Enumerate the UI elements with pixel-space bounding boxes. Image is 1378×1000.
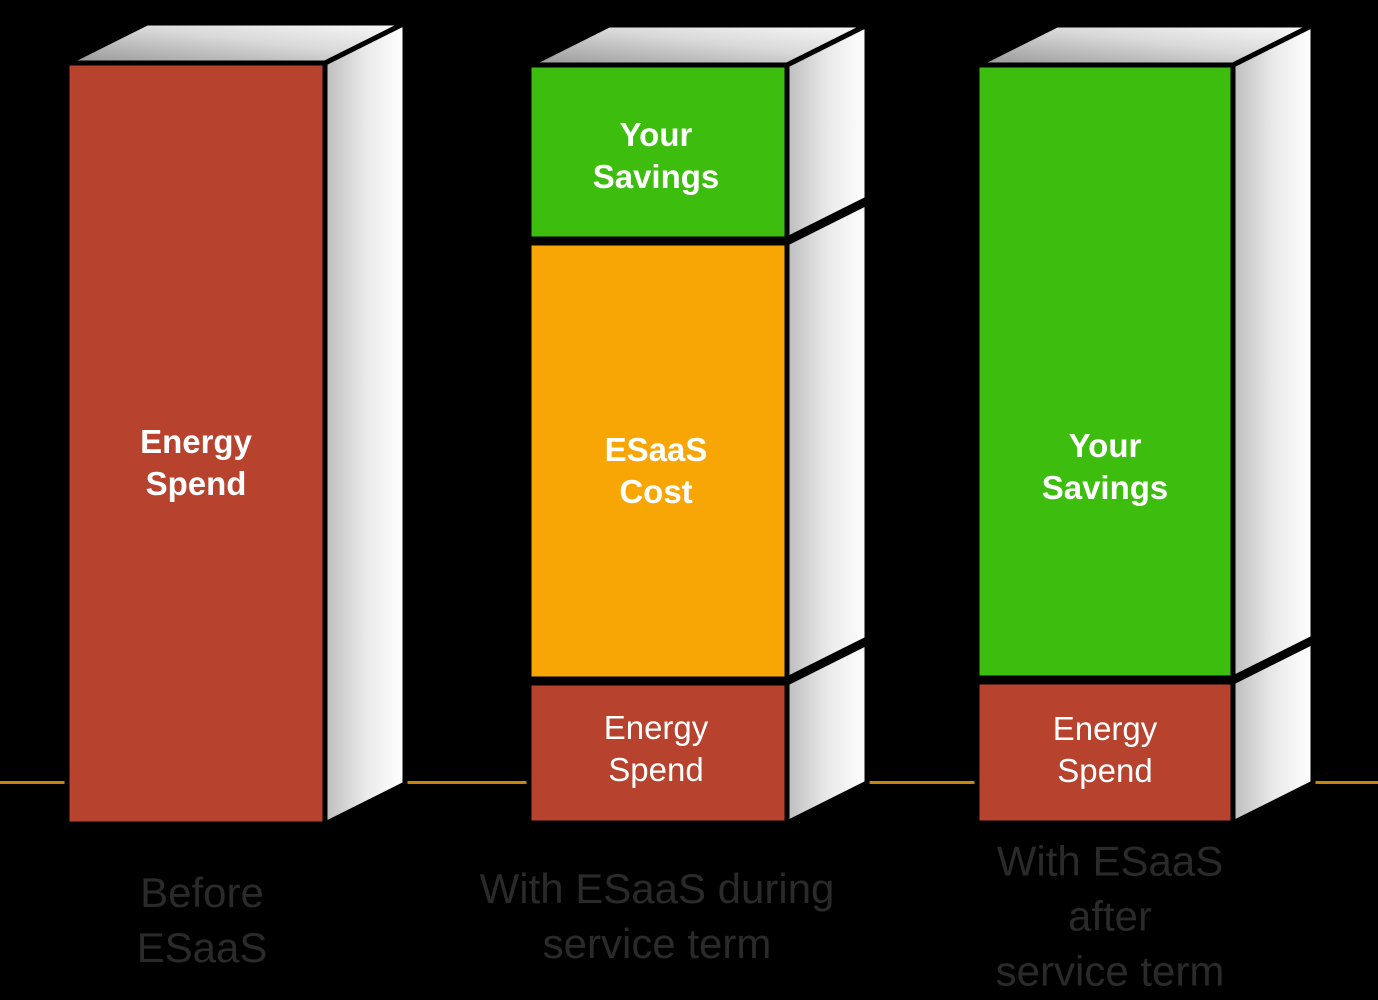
bar1-caption: Before ESaaS <box>136 869 268 971</box>
bar2-energy-spend-front <box>526 680 790 826</box>
bar3-caption: With ESaaS after service term <box>995 837 1225 995</box>
bar3-savings-side-face <box>1230 20 1316 683</box>
bar3-energy-spend-label: Energy Spend <box>1052 710 1158 789</box>
bar-with-esaas-after <box>974 20 1316 828</box>
bar2-caption: With ESaaS during service term <box>479 865 835 967</box>
bar2-energy-spend-label: Energy Spend <box>603 709 709 788</box>
bar1-energy-spend-front <box>64 60 328 827</box>
bar-with-esaas-during <box>526 20 870 828</box>
bar-before-esaas <box>64 18 408 829</box>
bar2-your-savings-label: Your Savings <box>592 116 720 195</box>
bar2-cost-side-face <box>784 198 870 684</box>
bar1-energy-spend-label: Energy Spend <box>140 423 252 502</box>
bar2-esaas-cost-label: ESaaS Cost <box>604 431 708 510</box>
bar2-esaas-cost-front <box>526 240 790 682</box>
bar3-your-savings-front <box>974 62 1236 681</box>
bar2-your-savings-front <box>526 62 790 242</box>
bar3-energy-spend-front <box>974 679 1236 826</box>
bar1-side-face <box>322 18 408 829</box>
bar3-your-savings-label: Your Savings <box>1041 427 1169 506</box>
